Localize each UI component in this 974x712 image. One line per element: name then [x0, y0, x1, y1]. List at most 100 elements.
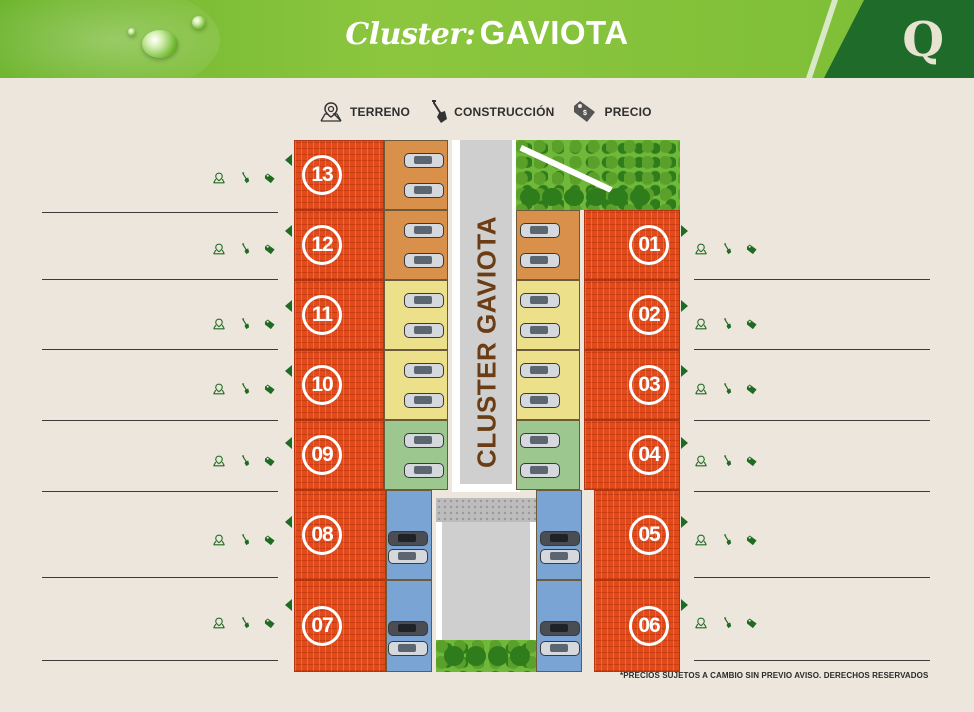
lot-construccion — [240, 172, 256, 187]
lot-precio — [746, 383, 760, 398]
map-pin-icon — [694, 243, 708, 258]
divider-line — [694, 577, 930, 578]
shovel-icon — [240, 534, 250, 549]
lot-construccion — [240, 534, 256, 549]
lot-number-09: 09 — [302, 435, 342, 475]
price-tag-icon — [746, 383, 758, 398]
price-tag-icon — [746, 617, 758, 632]
shovel-icon — [240, 243, 250, 258]
lot-info-02 — [694, 298, 930, 358]
car-icon — [388, 621, 428, 637]
map-pin-icon — [212, 455, 226, 470]
lot-terreno — [694, 243, 714, 258]
lot-specs — [694, 455, 760, 470]
lot-info-01 — [694, 223, 930, 283]
divider-line — [694, 279, 930, 280]
lot-terreno — [212, 534, 232, 549]
shovel-icon — [722, 243, 732, 258]
brand-logo: Q — [902, 12, 944, 68]
car-icon — [520, 362, 560, 378]
lot-construccion — [240, 318, 256, 333]
lot-specs — [212, 383, 278, 398]
lot-number-12: 12 — [302, 225, 342, 265]
shovel-icon — [240, 617, 250, 632]
car-icon — [388, 549, 428, 565]
car-icon — [540, 621, 580, 637]
paver-crosswalk — [436, 498, 536, 522]
car-icon — [404, 463, 444, 479]
pointer-arrow-icon — [681, 300, 688, 312]
shovel-icon — [240, 455, 250, 470]
lot-number-03: 03 — [629, 365, 669, 405]
car-icon — [404, 432, 444, 448]
pointer-arrow-icon — [681, 516, 688, 528]
palm-tree-icon — [586, 188, 606, 206]
legend: TERRENO CONSTRUCCIÓN $ PRECIO — [318, 99, 652, 125]
lot-construccion — [240, 455, 256, 470]
car-icon — [404, 393, 444, 409]
car-icon — [540, 530, 580, 546]
shovel-icon — [722, 455, 732, 470]
pointer-arrow-icon — [285, 154, 292, 166]
divider-line — [694, 349, 930, 350]
price-tag-icon — [746, 455, 758, 470]
lot-specs — [212, 617, 278, 632]
map-pin-icon — [212, 318, 226, 333]
lot-info-13 — [42, 152, 278, 212]
car-icon — [520, 253, 560, 269]
lot-info-05 — [694, 514, 930, 574]
map-pin-icon — [212, 243, 226, 258]
lot-construccion — [240, 243, 256, 258]
divider-line — [694, 660, 930, 661]
header-banner: Cluster: GAVIOTA Q — [0, 0, 974, 78]
price-tag-icon — [746, 318, 758, 333]
garage-13 — [384, 140, 448, 210]
divider-line — [42, 212, 278, 213]
garage-04 — [516, 420, 580, 490]
palm-tree-icon — [630, 188, 650, 206]
lot-info-10 — [42, 363, 278, 423]
lot-terreno — [694, 318, 714, 333]
garage-12 — [384, 210, 448, 280]
pointer-arrow-icon — [681, 365, 688, 377]
road-label: CLUSTER GAVIOTA — [471, 215, 502, 469]
lot-specs — [694, 318, 760, 333]
shovel-icon — [240, 172, 250, 187]
car-icon — [520, 292, 560, 308]
map-pin-icon — [212, 617, 226, 632]
lot-terreno — [212, 617, 232, 632]
lot-number-06: 06 — [629, 606, 669, 646]
price-tag-icon — [264, 617, 276, 632]
leaf-decoration — [0, 0, 220, 78]
map-pin-icon — [694, 318, 708, 333]
lot-construccion — [722, 383, 738, 398]
car-icon — [520, 222, 560, 238]
page-title: Cluster: GAVIOTA — [0, 14, 974, 52]
lot-specs — [212, 243, 278, 258]
price-tag-icon: $ — [574, 101, 596, 122]
title-script: Cluster: — [345, 17, 476, 52]
lot-precio — [264, 318, 278, 333]
divider-line — [694, 491, 930, 492]
svg-text:$: $ — [583, 110, 587, 117]
lot-precio — [746, 617, 760, 632]
lot-construccion — [722, 455, 738, 470]
lot-precio — [264, 383, 278, 398]
pointer-arrow-icon — [681, 225, 688, 237]
lot-construccion — [722, 617, 738, 632]
lot-precio — [746, 318, 760, 333]
lot-specs — [212, 318, 278, 333]
lot-number-10: 10 — [302, 365, 342, 405]
lot-precio — [264, 534, 278, 549]
lot-info-07 — [42, 597, 278, 657]
palm-tree-icon — [488, 646, 508, 666]
lot-specs — [212, 455, 278, 470]
lot-precio — [264, 617, 278, 632]
lot-number-11: 11 — [302, 295, 342, 335]
car-icon — [520, 463, 560, 479]
lot-specs — [694, 383, 760, 398]
lot-construccion — [240, 383, 256, 398]
palm-tree-icon — [608, 188, 628, 206]
divider-line — [42, 491, 278, 492]
garage-03 — [516, 350, 580, 420]
